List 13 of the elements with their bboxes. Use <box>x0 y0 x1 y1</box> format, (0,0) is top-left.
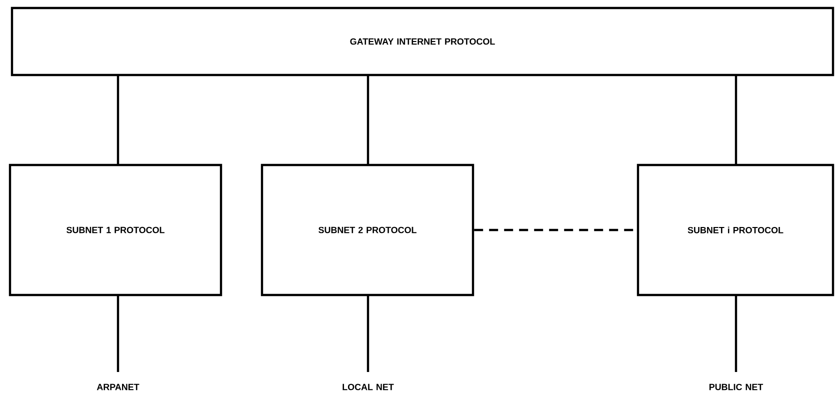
connector-line <box>734 295 738 372</box>
connector-line <box>366 295 370 372</box>
connector-line <box>734 75 738 165</box>
connector-line <box>366 75 370 165</box>
protocol-box: SUBNET 1 PROTOCOL <box>8 164 222 296</box>
network-label: LOCAL NET <box>342 384 394 390</box>
protocol-box: SUBNET 2 PROTOCOL <box>260 164 474 296</box>
connector-line <box>116 295 120 372</box>
connector-line <box>116 75 120 165</box>
network-label: PUBLIC NET <box>709 384 764 390</box>
protocol-box: GATEWAY INTERNET PROTOCOL <box>10 6 834 76</box>
network-label: ARPANET <box>96 384 140 390</box>
protocol-box: SUBNET i PROTOCOL <box>636 164 834 296</box>
